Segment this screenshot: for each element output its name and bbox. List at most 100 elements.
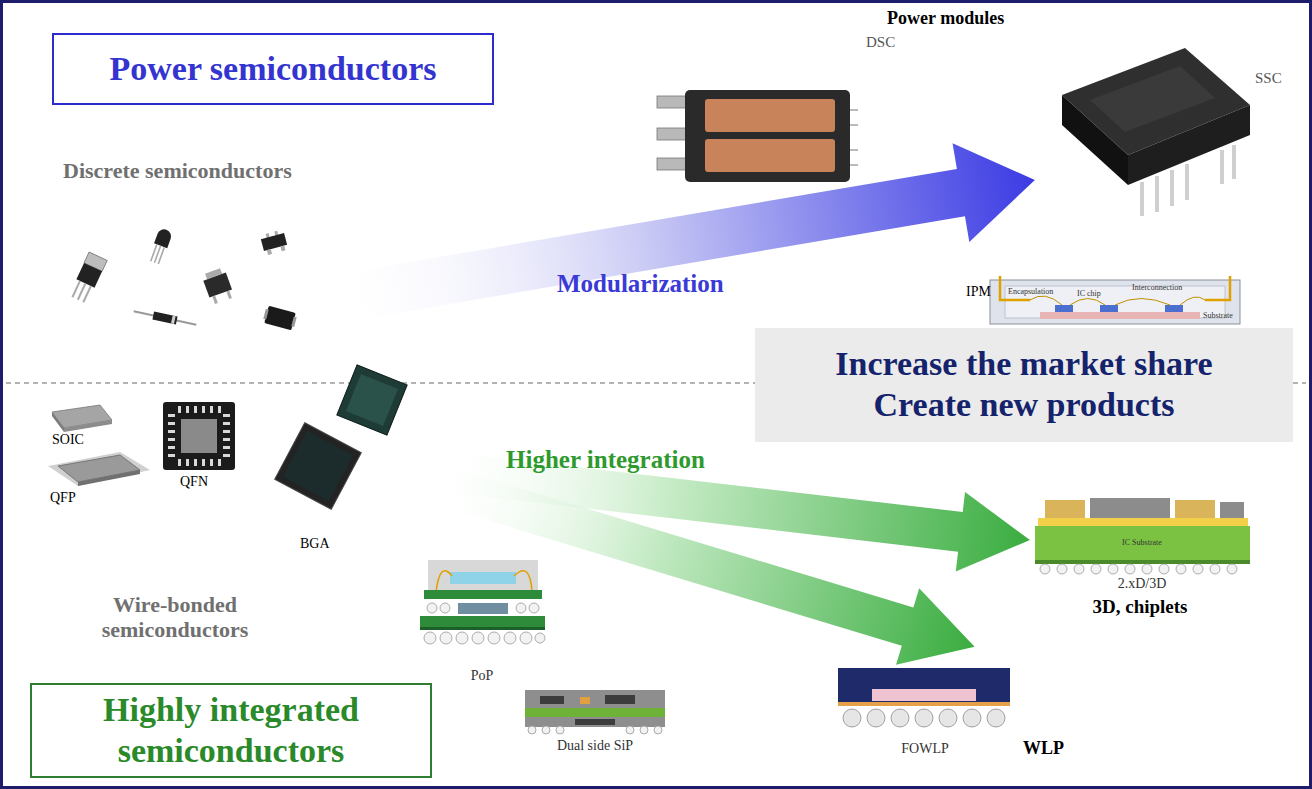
part-name: SSC xyxy=(1255,70,1282,87)
part-name: IPM xyxy=(966,284,991,300)
fowlp-cross-section-part xyxy=(872,689,976,701)
bga-package-part xyxy=(275,423,362,510)
ipm-cross-section-part xyxy=(1005,286,1225,318)
qfn-package-part-part xyxy=(223,430,230,433)
qfn-package-part-part xyxy=(186,459,189,466)
fowlp-cross-section-part xyxy=(843,709,1005,727)
dual-side-sip-part xyxy=(540,696,564,704)
dsc-module-part xyxy=(705,99,835,132)
qfn-package-part-part xyxy=(168,438,175,441)
chiplet-cross-section-part-part xyxy=(1193,564,1203,574)
package-name: WLP xyxy=(1023,738,1064,759)
to92-package xyxy=(148,227,173,265)
to92-package-part xyxy=(158,247,164,264)
soic-package xyxy=(52,405,112,432)
qfn-package-part xyxy=(168,406,230,466)
ipm-cross-section-part xyxy=(1100,305,1118,312)
qfn-package-part-part xyxy=(210,459,213,466)
pop-cross-section-part xyxy=(436,571,452,592)
pop-cross-section-part-part xyxy=(535,633,545,643)
smd-package xyxy=(262,305,298,331)
package-name: BGA xyxy=(300,536,330,552)
ipm-cross-section-part xyxy=(1030,296,1062,305)
diode-part xyxy=(134,311,197,324)
pop-cross-section-part-part xyxy=(520,632,532,644)
pop-cross-section-part xyxy=(428,560,538,590)
qfn-package-part-part xyxy=(223,422,230,425)
qfn-package-part-part xyxy=(168,422,175,425)
bga-package-part-part xyxy=(346,374,398,426)
message-box: Increase the market shareCreate new prod… xyxy=(755,328,1293,442)
ipm-cross-section-part xyxy=(1180,297,1205,305)
qfn-package-part xyxy=(181,419,217,453)
category-box: Highly integrated semiconductors xyxy=(30,683,432,778)
modularization-arrow xyxy=(322,131,1044,350)
dual-side-sip-part xyxy=(525,717,665,727)
chiplet-cross-section-part-part xyxy=(1159,564,1169,574)
pop-cross-section-part-part xyxy=(440,632,452,644)
ipm-cross-section-part xyxy=(1070,299,1105,306)
to220-package-part xyxy=(72,281,80,297)
integration-arrow xyxy=(418,444,986,685)
chiplet-cross-section-part xyxy=(1040,564,1237,574)
package-name: 3D, chiplets xyxy=(1093,596,1188,618)
package-name: SOIC xyxy=(52,432,84,448)
diode-part xyxy=(152,312,177,325)
bga-package xyxy=(275,365,407,509)
pop-cross-section-part xyxy=(420,616,545,627)
section-heading: Power modules xyxy=(887,8,1004,29)
dual-side-sip-part-part xyxy=(542,726,550,734)
fowlp-cross-section-part-part xyxy=(939,709,957,727)
ssc-module-part xyxy=(1170,170,1174,206)
pop-cross-section-part xyxy=(450,572,516,584)
dual-side-sip-part-part xyxy=(626,726,634,734)
dpak-package-part xyxy=(226,290,232,299)
ssc-module-part xyxy=(1140,182,1144,216)
qfp-package-part xyxy=(48,452,150,486)
pop-cross-section-part-part xyxy=(424,632,436,644)
qfn-package-part-part xyxy=(223,446,230,449)
dsc-module-part xyxy=(850,149,858,151)
qfn-package-part-part xyxy=(218,406,221,413)
chiplet-cross-section-part-part xyxy=(1074,564,1084,574)
to220-package-part xyxy=(76,263,102,288)
fowlp-cross-section-part-part xyxy=(891,709,909,727)
smd-package-part xyxy=(263,309,268,319)
to220-package-part xyxy=(78,283,86,299)
qfn-package-part-part xyxy=(194,406,197,413)
ipm-cross-section-part xyxy=(1055,305,1073,312)
package-name: 2.xD/3D xyxy=(1118,576,1167,592)
qfn-package-part-part xyxy=(202,459,205,466)
node-text: Create new products xyxy=(874,385,1175,426)
chiplet-cross-section-part-part xyxy=(1108,564,1118,574)
chiplet-cross-section-part xyxy=(1045,500,1085,518)
pop-cross-section-part-part xyxy=(456,632,468,644)
dual-side-sip-part xyxy=(580,697,590,704)
sot-package xyxy=(260,229,289,255)
package-name: FOWLP xyxy=(901,741,948,757)
dual-side-sip-part xyxy=(525,690,665,708)
package-name: QFN xyxy=(180,474,208,490)
qfn-package-part-part xyxy=(168,446,175,449)
ipm-cross-section xyxy=(990,276,1240,324)
fowlp-cross-section-part-part xyxy=(867,709,885,727)
bga-package-part-part xyxy=(283,431,353,501)
ssc-module-part xyxy=(1155,176,1159,212)
dpak-package-part xyxy=(212,296,218,305)
chiplet-cross-section-part-part xyxy=(1227,564,1237,574)
dual-side-sip-part-part xyxy=(640,726,648,734)
ssc-module-part xyxy=(1220,150,1224,184)
smd-package-part xyxy=(291,317,296,327)
pop-cross-section-part-part xyxy=(472,632,484,644)
qfn-package-part-part xyxy=(202,406,205,413)
dsc-module-part xyxy=(850,164,858,166)
fowlp-cross-section-part xyxy=(838,668,1010,702)
ssc-module-part xyxy=(1185,164,1189,200)
fowlp-cross-section-part xyxy=(838,702,1010,706)
part-annotation: IC Substrate xyxy=(1122,538,1162,547)
ipm-cross-section-part xyxy=(1205,276,1230,300)
soic-package-part xyxy=(64,420,112,432)
part-annotation: Substrate xyxy=(1203,311,1233,320)
modularization-arrow-part xyxy=(322,131,1044,350)
